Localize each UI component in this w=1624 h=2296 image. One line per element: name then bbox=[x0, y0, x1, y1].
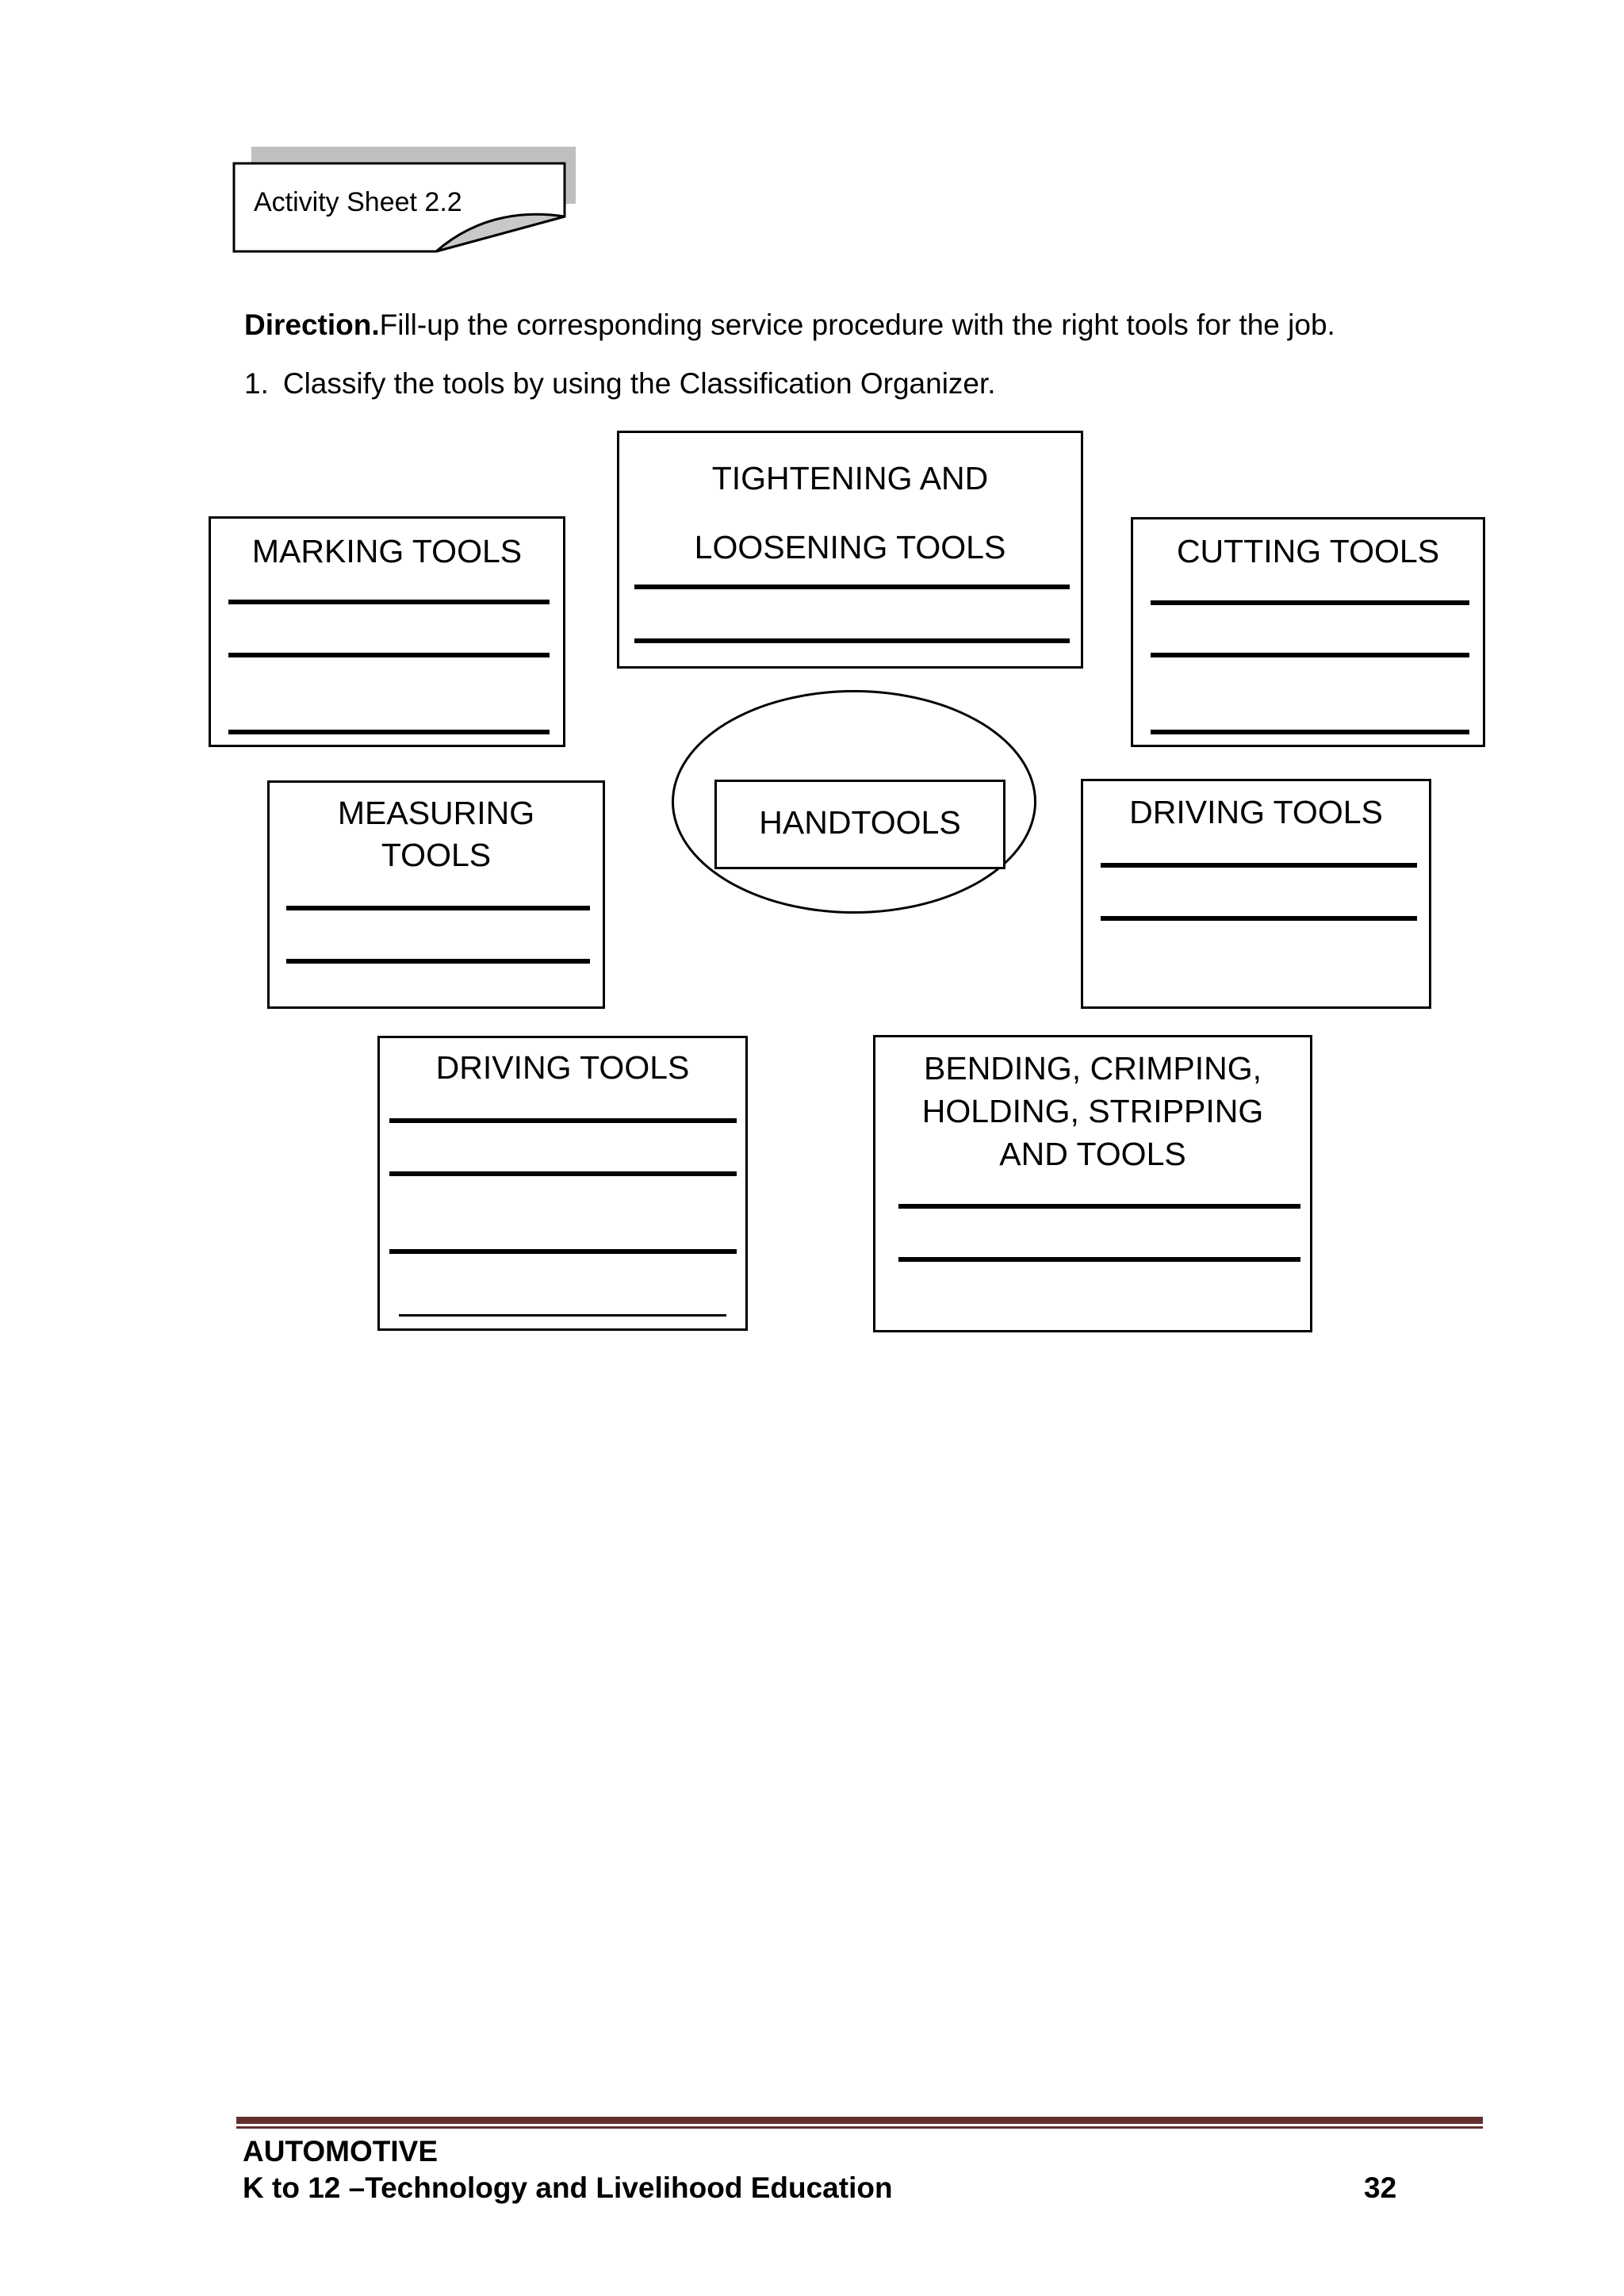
activity-sheet-banner: Activity Sheet 2.2 bbox=[230, 141, 583, 260]
folded-corner-icon bbox=[435, 213, 566, 253]
box-measuring-tools: MEASURING TOOLS bbox=[267, 780, 605, 1009]
footer-module: K to 12 –Technology and Livelihood Educa… bbox=[243, 2171, 893, 2204]
box-cutting-tools: CUTTING TOOLS bbox=[1131, 517, 1485, 747]
blank-line bbox=[286, 906, 590, 910]
banner-title: Activity Sheet 2.2 bbox=[254, 187, 462, 217]
box-title-line: DRIVING TOOLS bbox=[435, 1049, 690, 1086]
instruction-item: 1. Classify the tools by using the Classi… bbox=[244, 367, 996, 401]
blank-line bbox=[1101, 863, 1417, 868]
box-title-line: TOOLS bbox=[381, 837, 492, 874]
box-driving-tools-bottom: DRIVING TOOLS bbox=[377, 1036, 748, 1331]
footer-program: AUTOMOTIVE bbox=[243, 2135, 438, 2168]
box-title-line: AND TOOLS bbox=[999, 1136, 1186, 1173]
handtools-ellipse bbox=[672, 690, 1036, 914]
blank-line bbox=[228, 730, 550, 734]
blank-line bbox=[399, 1314, 726, 1317]
box-title-line: DRIVING TOOLS bbox=[1129, 794, 1383, 830]
box-bending-crimping-holding-stripping-tools: BENDING, CRIMPING, HOLDING, STRIPPING AN… bbox=[873, 1035, 1312, 1332]
box-title-line: CUTTING TOOLS bbox=[1176, 533, 1440, 569]
blank-line bbox=[389, 1118, 737, 1123]
blank-line bbox=[1151, 730, 1469, 734]
blank-line bbox=[1151, 653, 1469, 657]
blank-line bbox=[1151, 600, 1469, 605]
page-number: 32 bbox=[1364, 2171, 1397, 2204]
banner-graphic bbox=[232, 147, 576, 253]
box-handtools: HANDTOOLS bbox=[714, 780, 1005, 869]
box-driving-tools-right: DRIVING TOOLS bbox=[1081, 779, 1431, 1009]
blank-line bbox=[898, 1257, 1300, 1262]
blank-line bbox=[389, 1171, 737, 1176]
blank-line bbox=[634, 585, 1070, 589]
box-tightening-loosening-tools: TIGHTENING AND LOOSENING TOOLS bbox=[617, 431, 1083, 669]
direction-body: Fill-up the corresponding service proced… bbox=[379, 309, 1335, 341]
direction-text: Direction.Fill-up the corresponding serv… bbox=[244, 309, 1335, 342]
box-title-line: MEASURING bbox=[337, 795, 535, 831]
box-title-line: BENDING, CRIMPING, bbox=[924, 1050, 1262, 1087]
box-title-line: MARKING TOOLS bbox=[251, 533, 523, 569]
box-title-line: LOOSENING TOOLS bbox=[694, 528, 1006, 565]
box-title-line: HANDTOOLS bbox=[759, 804, 961, 841]
instruction-number: 1. bbox=[244, 367, 269, 400]
box-title-line: TIGHTENING AND bbox=[711, 460, 989, 496]
footer-rule-thick bbox=[236, 2117, 1483, 2124]
instruction-text: Classify the tools by using the Classifi… bbox=[282, 367, 996, 400]
footer-rule bbox=[236, 2117, 1483, 2129]
box-marking-tools: MARKING TOOLS bbox=[209, 516, 565, 747]
box-title-line: HOLDING, STRIPPING bbox=[921, 1093, 1264, 1130]
blank-line bbox=[389, 1249, 737, 1254]
footer-rule-thin bbox=[236, 2126, 1483, 2129]
blank-line bbox=[286, 959, 590, 964]
blank-line bbox=[898, 1204, 1300, 1209]
direction-label: Direction. bbox=[244, 309, 380, 341]
blank-line bbox=[634, 638, 1070, 643]
blank-line bbox=[228, 600, 550, 604]
blank-line bbox=[228, 653, 550, 657]
blank-line bbox=[1101, 916, 1417, 921]
